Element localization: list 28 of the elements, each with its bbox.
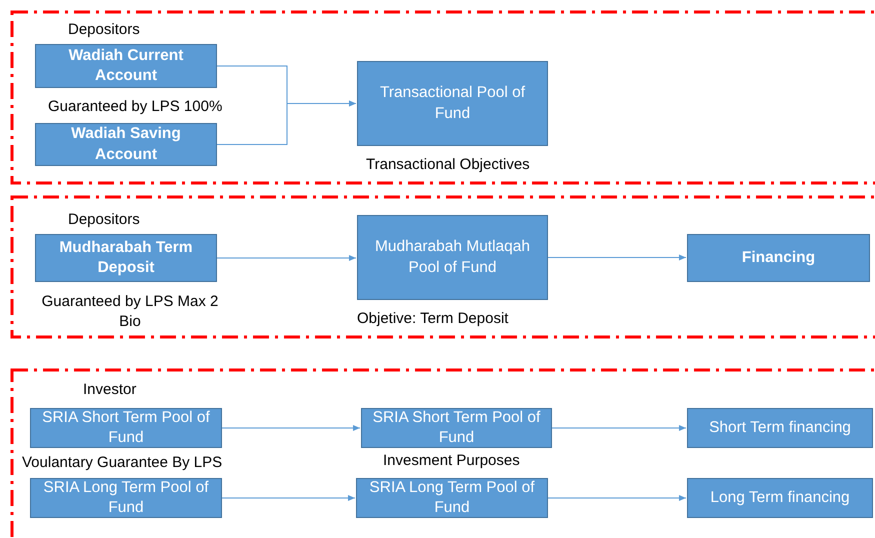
process-box: Mudharabah Term Deposit [35, 234, 217, 282]
annotation-text: Depositors [68, 20, 140, 40]
process-box: Financing [687, 234, 870, 282]
arrow [552, 425, 686, 431]
process-box: SRIA Long Term Pool of Fund [356, 478, 548, 518]
arrow [222, 425, 360, 431]
annotation-text: Investor [83, 380, 136, 400]
annotation-text: Objetive: Term Deposit [357, 309, 508, 328]
annotation-text: Depositors [68, 210, 140, 230]
annotation-text: Voulantary Guarantee By LPS [22, 453, 222, 472]
process-box: Short Term financing [687, 408, 873, 448]
arrow [216, 100, 356, 145]
annotation-text: Invesment Purposes [383, 451, 520, 470]
process-box: SRIA Short Term Pool of Fund [361, 408, 552, 448]
arrow [548, 495, 686, 501]
process-box: Long Term financing [687, 478, 873, 518]
annotation-text: Transactional Objectives [366, 155, 530, 174]
process-box: Mudharabah Mutlaqah Pool of Fund [357, 215, 548, 300]
process-box: Wadiah Saving Account [35, 123, 217, 166]
process-box: Wadiah Current Account [35, 44, 217, 88]
arrow [548, 254, 686, 260]
annotation-text: Guaranteed by LPS Max 2 Bio [40, 292, 220, 331]
arrow [222, 495, 356, 501]
process-box: SRIA Short Term Pool of Fund [30, 408, 222, 448]
annotation-text: Guaranteed by LPS 100% [48, 97, 222, 116]
arrow [216, 255, 356, 261]
process-box: SRIA Long Term Pool of Fund [30, 478, 222, 518]
process-box: Transactional Pool of Fund [357, 61, 548, 146]
